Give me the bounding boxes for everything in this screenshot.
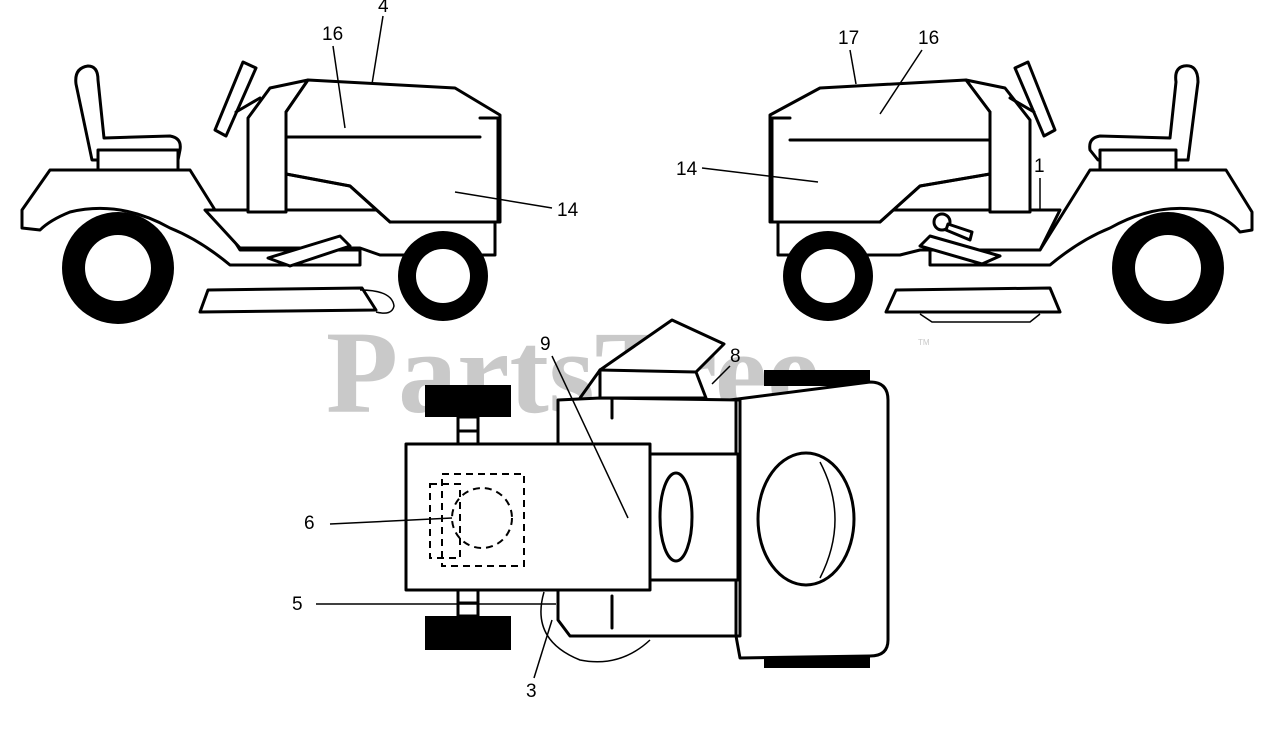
callout-label: 17 [838, 28, 859, 49]
left-pedal [266, 234, 352, 268]
right-steering-column [1008, 96, 1036, 114]
left-hood-lower-edge [284, 172, 392, 224]
left-hood [284, 78, 502, 224]
right-front-hub [801, 249, 855, 303]
leader-line [454, 191, 553, 209]
callout-label: 1 [1034, 156, 1045, 177]
leader-line [332, 45, 346, 129]
callout-label: 8 [730, 346, 741, 367]
callout-label: 4 [378, 0, 389, 17]
callout-label: 3 [526, 681, 537, 702]
right-pedal [918, 234, 1002, 266]
callout-label: 16 [918, 28, 939, 49]
left-grille-edge [478, 116, 500, 224]
top-hood-dome-highlight [819, 461, 836, 579]
top-rear-fender [404, 442, 652, 592]
right-rear-hub [1135, 235, 1201, 301]
leader-line [329, 517, 453, 525]
leader-line [533, 619, 553, 679]
left-steering-column [234, 96, 262, 114]
right-mower-deck [884, 286, 1062, 314]
left-seat-back [74, 64, 182, 162]
right-seat-base [1098, 148, 1178, 172]
callout-label: 6 [304, 513, 315, 534]
left-deck-chute [359, 289, 395, 314]
top-decal-area [441, 473, 525, 567]
top-decal-tab [429, 483, 461, 559]
top-decal-circle [451, 487, 513, 549]
left-steering-wheel [213, 60, 258, 138]
right-hood [768, 78, 992, 224]
right-hood-lower-edge [878, 172, 992, 224]
top-steering-wheel [658, 471, 694, 563]
mower-top-view: 9 8 6 5 3 [292, 318, 890, 702]
right-seat-back [1088, 64, 1200, 162]
top-rear-tire-lower [425, 616, 511, 650]
leader-line [879, 49, 923, 115]
top-front-tire-upper [764, 370, 870, 386]
callout-label: 14 [557, 200, 579, 221]
left-rear-fender [20, 168, 362, 267]
callout-label: 16 [322, 24, 343, 45]
right-deck-skirt [919, 313, 1041, 323]
top-rear-tire-upper [425, 385, 511, 417]
leader-line [551, 355, 629, 519]
watermark-trademark: TM [918, 338, 930, 347]
leader-line [711, 365, 731, 385]
top-chute-edge [598, 368, 698, 374]
leader-line [371, 15, 384, 85]
callout-label: 9 [540, 334, 551, 355]
leader-line [849, 49, 857, 85]
right-lift-lever [944, 222, 974, 242]
left-rear-hub [85, 235, 151, 301]
right-steering-wheel [1013, 60, 1057, 138]
top-chute-side [578, 368, 602, 400]
left-mower-deck [198, 286, 378, 314]
top-bag-loop [540, 591, 651, 663]
right-rear-fender [928, 168, 1254, 267]
left-seat-base [96, 148, 180, 172]
leader-line [701, 167, 819, 183]
mower-left-side-view: 4 16 14 [20, 0, 579, 324]
callout-label: 14 [676, 159, 698, 180]
callout-label: 5 [292, 594, 303, 615]
top-hood-dome [756, 451, 856, 587]
mower-right-side-view: 17 16 14 1 [676, 28, 1254, 324]
left-front-hub [416, 249, 470, 303]
right-grille-edge [770, 116, 792, 224]
